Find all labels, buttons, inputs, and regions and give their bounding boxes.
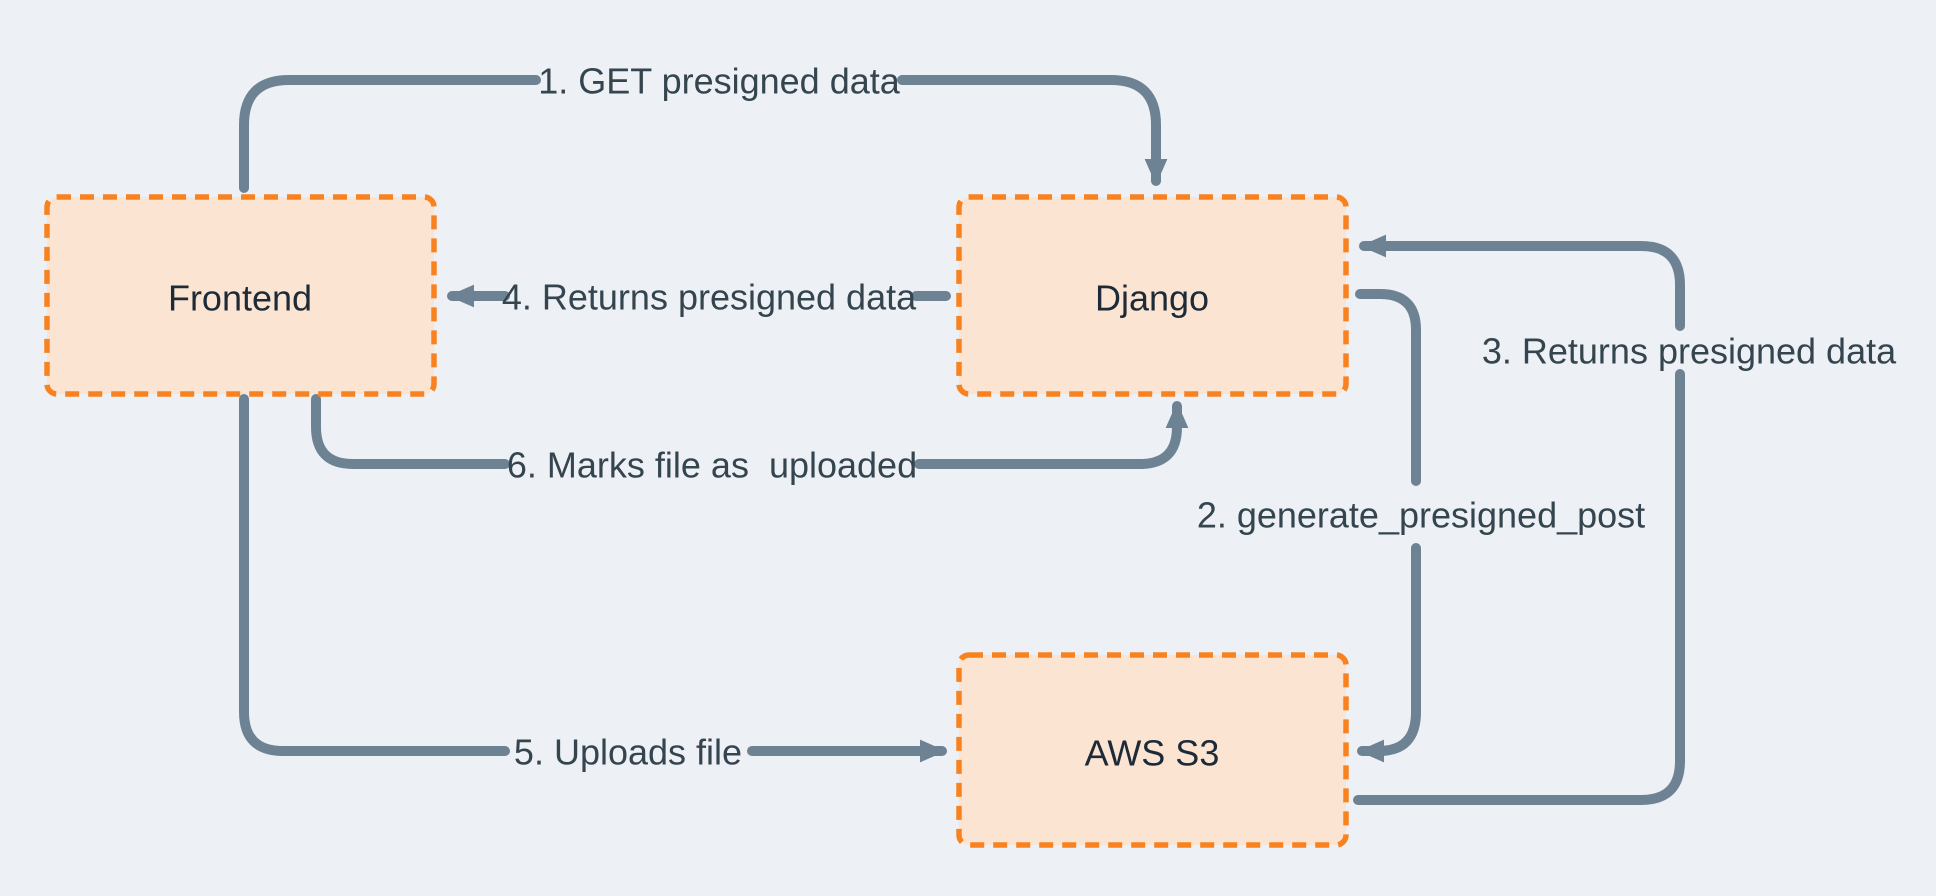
django-node-label: Django: [1095, 278, 1209, 319]
edge-5-line-start: [239, 394, 510, 756]
edge-4-label: 4. Returns presigned data: [502, 277, 917, 318]
django-node-box: [956, 194, 1349, 397]
edge-3-line-end: [1359, 234, 1685, 331]
edge-6-line-end: [914, 401, 1189, 469]
edge-5-label: 5. Uploads file: [514, 732, 742, 773]
edge-1-line-end: [897, 75, 1168, 186]
frontend-node-box: [44, 194, 437, 397]
edge-1-label: 1. GET presigned data: [538, 61, 901, 102]
edge-6-line-start: [311, 394, 510, 469]
edge-3-line-start: [1353, 369, 1685, 805]
aws-s3-node-box: [956, 652, 1349, 848]
frontend-node-label: Frontend: [168, 278, 312, 319]
edge-6-label: 6. Marks file as uploaded: [507, 445, 917, 486]
edge-2-line-end: [1357, 543, 1421, 763]
aws-s3-node-label: AWS S3: [1085, 733, 1220, 774]
edge-3-label: 3. Returns presigned data: [1482, 331, 1897, 372]
edge-2-line-start: [1355, 289, 1421, 486]
edge-1-line-start: [239, 75, 541, 193]
edge-2-label: 2. generate_presigned_post: [1197, 495, 1645, 536]
